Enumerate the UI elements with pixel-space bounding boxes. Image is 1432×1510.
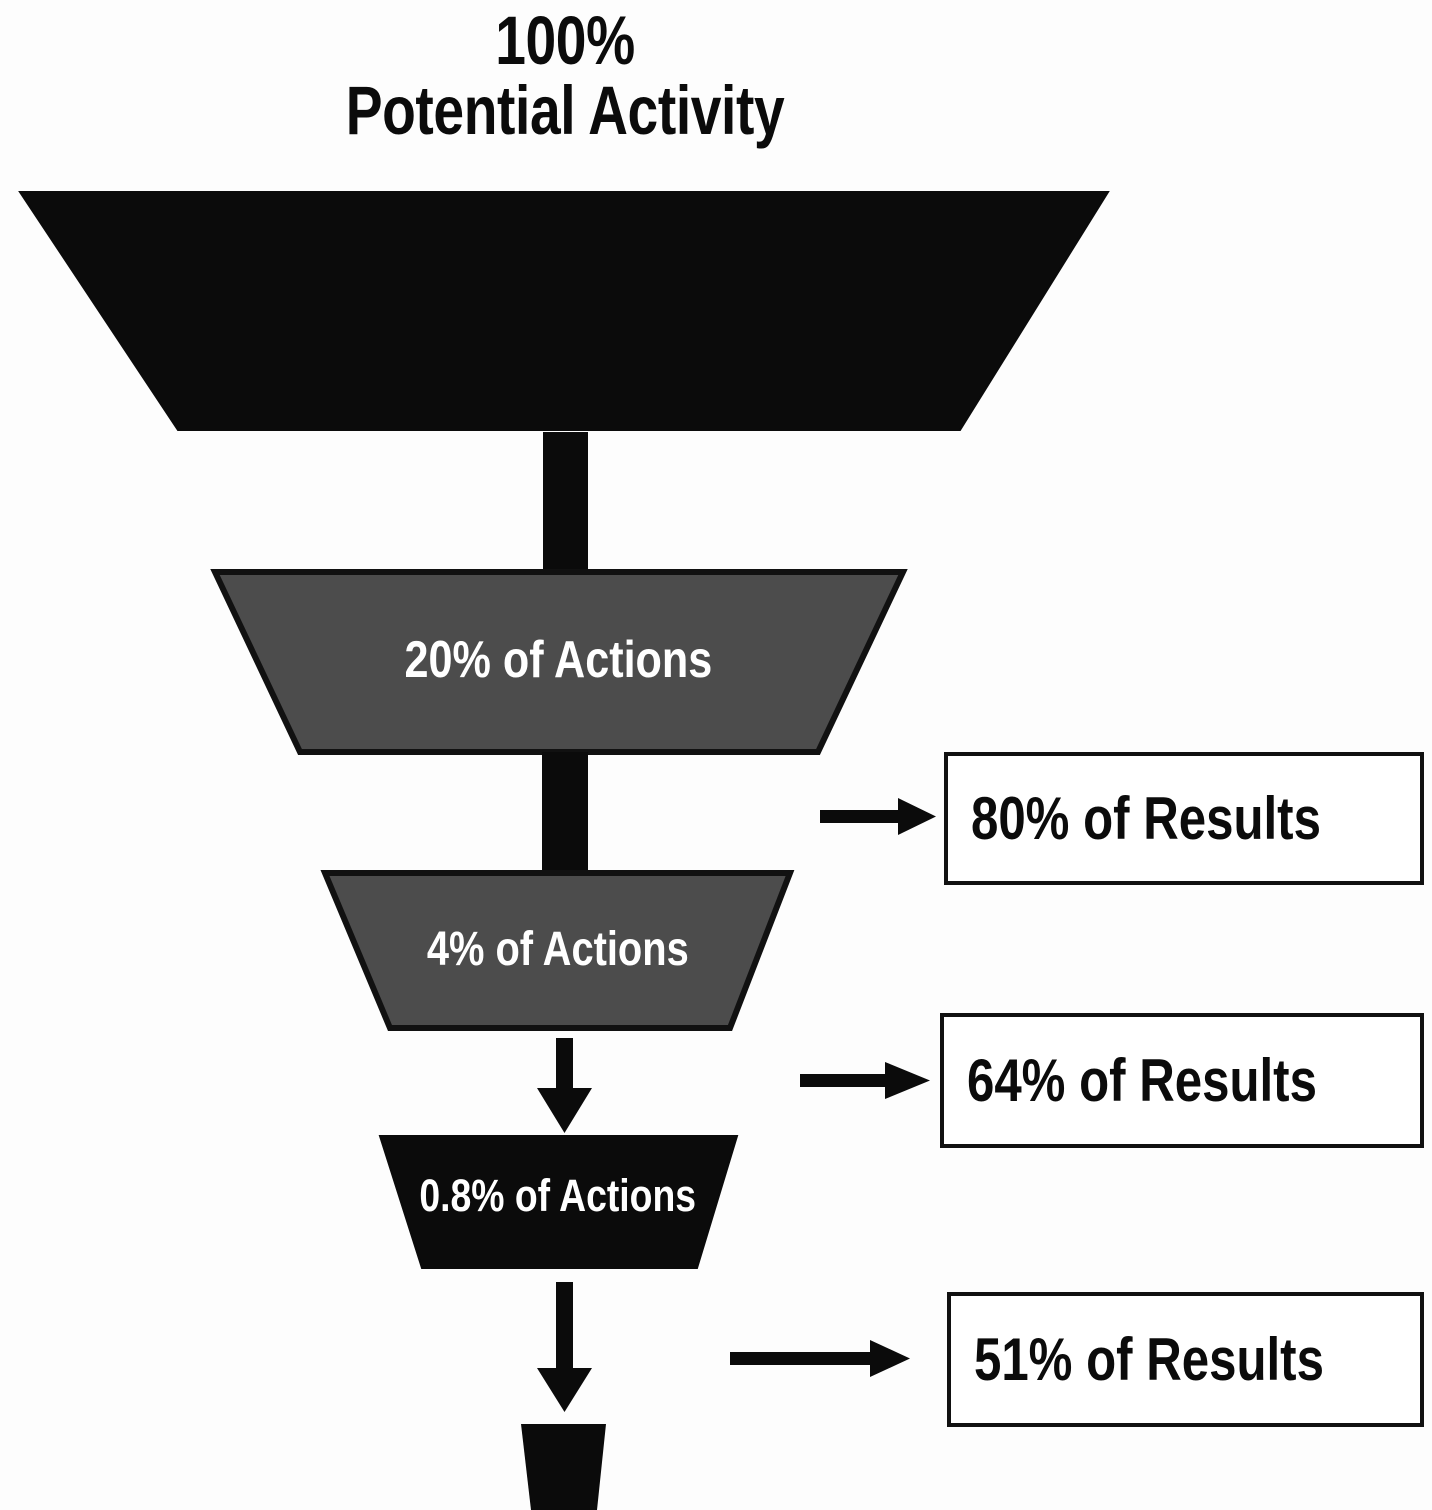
funnel-stage-2-shape <box>210 569 908 755</box>
result-box-3-label: 51% of Results <box>973 1326 1324 1393</box>
result-box-1: 80% of Results <box>944 752 1424 885</box>
result-box-1-label: 80% of Results <box>970 785 1321 852</box>
result-arrow-1 <box>820 798 936 835</box>
connector-3-4 <box>537 1038 592 1133</box>
result-box-2: 64% of Results <box>940 1013 1424 1148</box>
funnel-stage-4-shape <box>378 1135 739 1269</box>
diagram-title: 100% Potential Activity <box>0 2 1130 150</box>
title-line-subject: Potential Activity <box>345 72 785 150</box>
connector-1-2 <box>543 432 588 572</box>
result-arrow-3 <box>730 1340 910 1377</box>
result-box-3: 51% of Results <box>947 1292 1424 1427</box>
funnel-stage-1-shape <box>18 191 1110 431</box>
funnel-stage-5-shape <box>521 1424 606 1510</box>
connector-4-5 <box>537 1282 592 1412</box>
connector-2-3 <box>542 752 588 874</box>
result-arrow-2 <box>800 1062 930 1099</box>
result-box-2-label: 64% of Results <box>966 1047 1317 1114</box>
title-line-percent: 100% <box>495 2 635 79</box>
funnel-stage-3-shape <box>320 870 795 1031</box>
